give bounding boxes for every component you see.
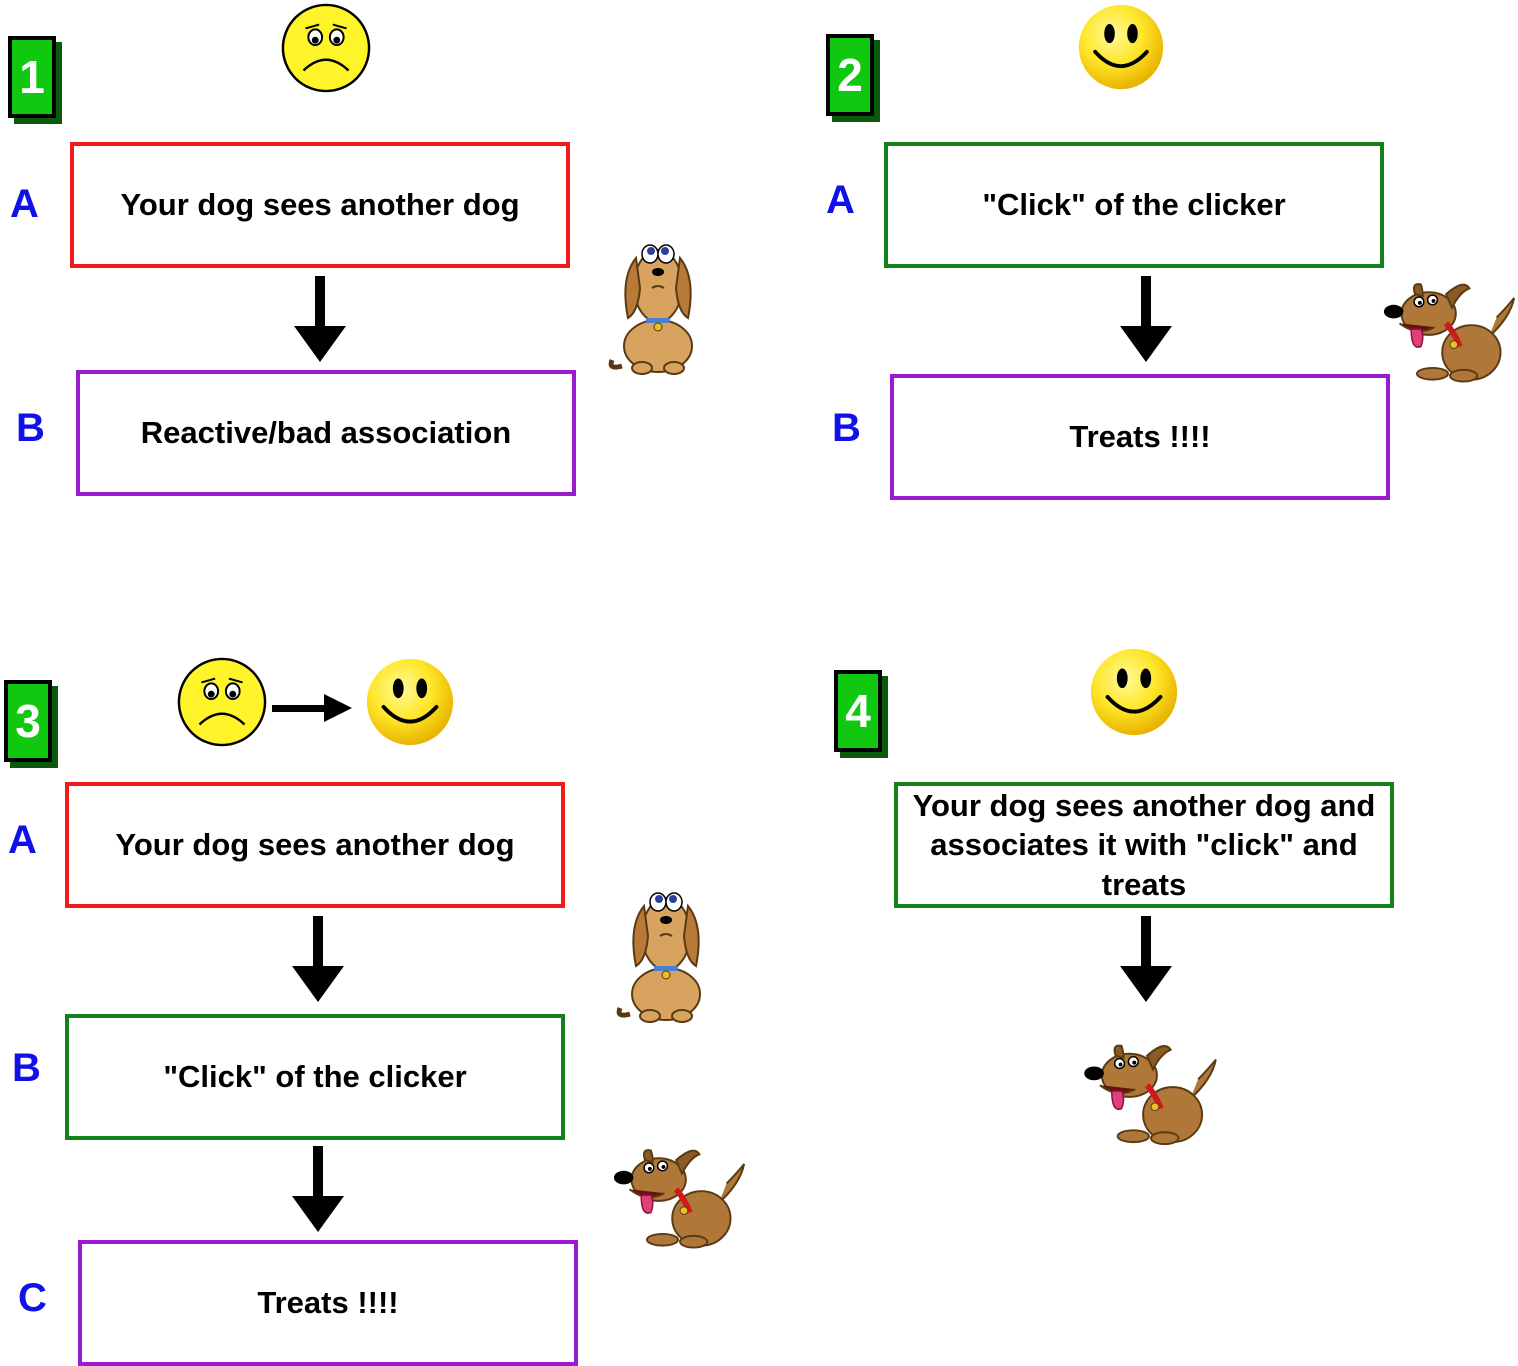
arrow-right-icon (272, 694, 352, 722)
step-box-clicker-click: "Click" of the clicker (65, 1014, 565, 1140)
step-letter: A (8, 818, 37, 862)
sad-face-icon (280, 2, 372, 94)
step-letter: C (18, 1276, 47, 1320)
step-box-dog-sees-dog: Your dog sees another dog (70, 142, 570, 268)
arrow-down-icon (290, 276, 350, 366)
panel-number-badge: 2 (826, 34, 874, 116)
step-box-clicker-click: "Click" of the clicker (884, 142, 1384, 268)
step-letter: A (826, 178, 855, 222)
step-text: "Click" of the clicker (982, 187, 1286, 223)
step-letter: B (12, 1046, 41, 1090)
arrow-down-icon (1116, 916, 1176, 1006)
step-text: Your dog sees another dog (120, 187, 520, 223)
sad-dog-icon (616, 876, 716, 1026)
arrow-down-icon (288, 916, 348, 1006)
step-text: Treats !!!! (1069, 419, 1211, 455)
happy-face-icon (1088, 646, 1180, 738)
step-box-positive-association: Your dog sees another dog and associates… (894, 782, 1394, 908)
arrow-down-icon (288, 1146, 348, 1236)
arrow-down-icon (1116, 276, 1176, 366)
happy-dog-icon (1082, 1040, 1220, 1148)
step-text: Your dog sees another dog (115, 827, 515, 863)
happy-face-icon (1076, 2, 1166, 92)
step-text: Reactive/bad association (140, 415, 512, 451)
step-text: Your dog sees another dog and associates… (912, 787, 1376, 902)
sad-face-icon (176, 656, 268, 748)
happy-dog-icon (1382, 278, 1518, 386)
panel-number-badge: 1 (8, 36, 56, 118)
step-box-treats: Treats !!!! (890, 374, 1390, 500)
happy-face-icon (364, 656, 456, 748)
step-letter: A (10, 182, 39, 226)
panel-number-badge: 4 (834, 670, 882, 752)
step-text: Treats !!!! (257, 1285, 399, 1321)
panel-number-badge: 3 (4, 680, 52, 762)
step-letter: B (16, 406, 45, 450)
sad-dog-icon (608, 228, 708, 378)
step-box-treats: Treats !!!! (78, 1240, 578, 1366)
happy-dog-icon (612, 1144, 748, 1252)
step-box-dog-sees-dog: Your dog sees another dog (65, 782, 565, 908)
step-letter: B (832, 406, 861, 450)
step-text: "Click" of the clicker (163, 1059, 467, 1095)
step-box-reactive-association: Reactive/bad association (76, 370, 576, 496)
